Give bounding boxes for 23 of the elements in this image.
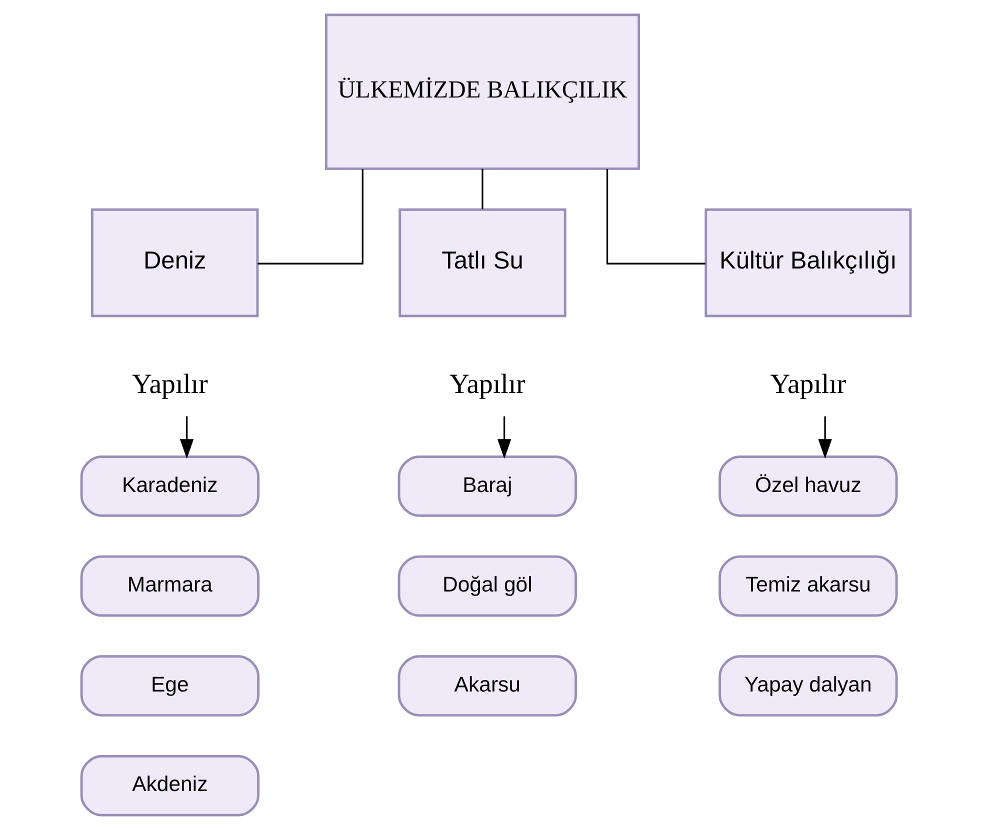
node-box: Akdeniz [80, 755, 260, 816]
node-box: Kültür Balıkçılığı [704, 208, 912, 318]
node-box: Akarsu [398, 655, 577, 717]
node-box: Doğal göl [398, 555, 577, 617]
node-box: Temiz akarsu [718, 555, 898, 617]
connector [258, 169, 364, 264]
node-box: Baraj [398, 456, 577, 517]
node-box: Karadeniz [80, 456, 260, 517]
arrow [180, 416, 194, 459]
connector [482, 168, 484, 210]
node-text: Yapılır [132, 369, 208, 400]
node-box: Ege [80, 655, 260, 717]
node-box: Marmara [80, 555, 260, 617]
node-text: Yapılır [449, 369, 526, 400]
arrow [497, 416, 512, 459]
connector [606, 169, 706, 264]
arrow [818, 416, 832, 459]
node-box: ÜLKEMİZDE BALIKÇILIK [324, 14, 640, 170]
node-box: Özel havuz [718, 456, 898, 517]
node-box: Tatlı Su [398, 208, 566, 318]
node-box: Deniz [90, 208, 259, 318]
node-text: Yapılır [770, 369, 846, 400]
node-box: Yapay dalyan [718, 655, 898, 717]
